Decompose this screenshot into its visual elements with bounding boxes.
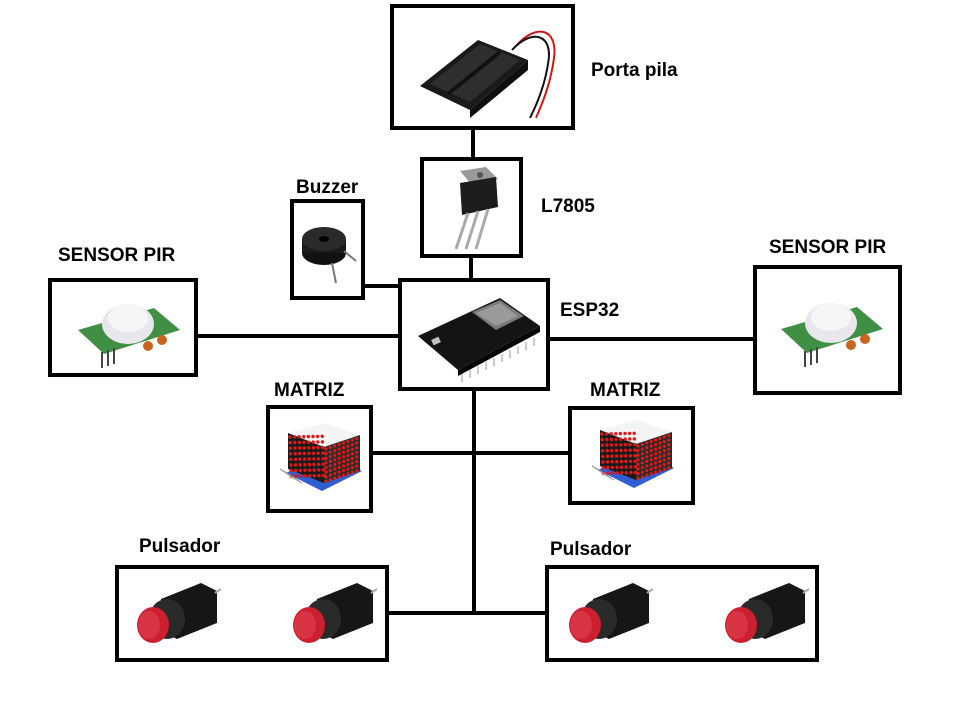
buzzer-icon (298, 217, 362, 287)
pir-right-label: SENSOR PIR (769, 237, 887, 258)
battery-holder-icon (408, 18, 558, 118)
pir-sensor-icon (775, 289, 887, 371)
button-left-label: Pulsador (139, 536, 221, 557)
buzzer-box (290, 199, 365, 300)
pir-sensor-icon (72, 290, 184, 372)
wire-battery-regulator (471, 128, 475, 160)
wire-pir-right-esp32 (547, 337, 756, 341)
esp32-board-icon (410, 288, 546, 386)
matrix-right-label: MATRIZ (590, 380, 661, 401)
pir-left-label: SENSOR PIR (58, 245, 176, 266)
push-button-icon (287, 579, 377, 655)
regulator-label: L7805 (541, 196, 595, 217)
wire-button-bus (386, 611, 548, 615)
battery-holder-box (390, 4, 575, 130)
button-left-box (115, 565, 389, 662)
led-matrix-icon (588, 416, 678, 502)
buzzer-label: Buzzer (296, 177, 359, 198)
button-right-box (545, 565, 819, 662)
matrix-left-box (266, 405, 373, 513)
wire-regulator-esp32 (469, 256, 473, 282)
wire-buzzer-esp32 (362, 284, 402, 288)
esp32-box (398, 278, 550, 391)
pir-left-box (48, 278, 198, 377)
battery-holder-label: Porta pila (591, 60, 678, 81)
matrix-right-box (568, 406, 695, 505)
wire-pir-left-esp32 (196, 334, 402, 338)
voltage-regulator-icon (438, 165, 510, 253)
push-button-icon (131, 579, 221, 655)
regulator-box (420, 157, 523, 258)
wire-esp32-trunk (472, 387, 476, 615)
push-button-icon (563, 579, 653, 655)
led-matrix-icon (276, 419, 366, 505)
wire-matrix-bus (370, 451, 571, 455)
push-button-icon (719, 579, 809, 655)
button-right-label: Pulsador (550, 539, 632, 560)
esp32-label: ESP32 (560, 300, 620, 321)
pir-right-box (753, 265, 902, 395)
matrix-left-label: MATRIZ (274, 380, 345, 401)
